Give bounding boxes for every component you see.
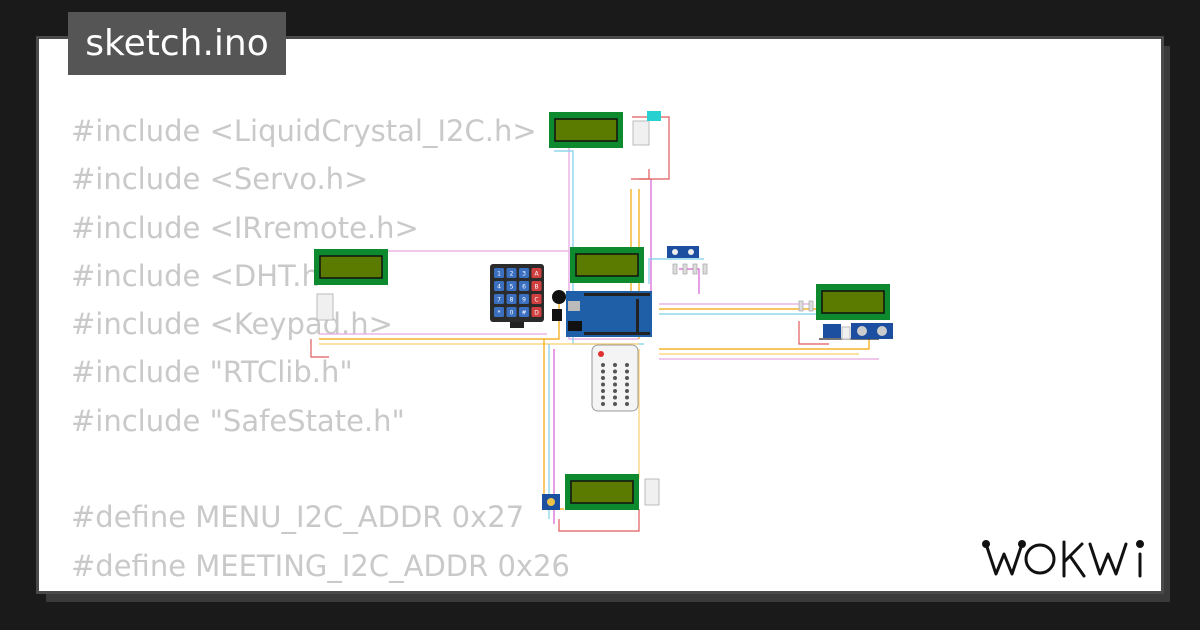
remote-button[interactable] (601, 389, 605, 393)
keypad-key[interactable]: 7 (494, 294, 504, 304)
dht-sensor-top[interactable] (632, 111, 661, 146)
keypad-key-label: B (534, 284, 538, 291)
code-line: #define MEETING_I2C_ADDR 0x26 (71, 548, 570, 583)
keypad-key[interactable]: * (494, 307, 504, 317)
keypad-key-label: 7 (497, 297, 501, 304)
dht-sensor-left[interactable] (316, 293, 334, 321)
keypad-key-label: 8 (510, 297, 514, 304)
keypad-key-label: 6 (522, 284, 526, 291)
keypad-key-label: 3 (522, 271, 526, 278)
code-line: #include "RTClib.h" (71, 355, 353, 390)
code-editor: #include <LiquidCrystal_I2C.h> #include <… (71, 107, 570, 591)
lcd-display-top[interactable] (549, 112, 623, 148)
wokwi-logo[interactable] (982, 534, 1152, 582)
rtc-module[interactable] (667, 246, 699, 258)
remote-button[interactable] (625, 369, 629, 374)
remote-button[interactable] (601, 376, 605, 380)
code-card: #include <LiquidCrystal_I2C.h> #include <… (36, 36, 1164, 594)
keypad-key[interactable]: 3 (519, 268, 529, 278)
keypad-key-label: A (534, 271, 539, 278)
keypad-key[interactable]: 5 (506, 281, 517, 291)
keypad-key-label: # (521, 310, 526, 317)
lcd-display-center[interactable] (570, 247, 644, 283)
remote-button[interactable] (601, 402, 605, 406)
code-line: #include <LiquidCrystal_I2C.h> (71, 114, 537, 148)
keypad-key-label: 2 (510, 271, 514, 278)
remote-button[interactable] (613, 382, 617, 387)
ir-remote[interactable] (591, 344, 639, 412)
code-line: #include "SafeState.h" (71, 403, 405, 438)
potentiometer-module[interactable] (542, 494, 560, 510)
keypad[interactable]: 1 2 3 A 4 5 6 B 7 8 9 C * 0 # D (490, 264, 544, 322)
keypad-key[interactable]: 8 (506, 294, 517, 304)
filename-tab[interactable]: sketch.ino (68, 12, 286, 75)
keypad-key-label: * (498, 310, 501, 317)
lcd-display-left[interactable] (314, 249, 388, 285)
remote-button[interactable] (613, 363, 617, 367)
lcd-display-right[interactable] (816, 284, 890, 320)
circuit-diagram[interactable]: 1 2 3 A 4 5 6 B 7 8 9 C * 0 # D (39, 39, 1164, 594)
ultrasonic-sensor[interactable] (851, 323, 893, 339)
remote-button[interactable] (625, 363, 629, 367)
keypad-connector (510, 322, 524, 328)
code-line: #define MENU_I2C_ADDR 0x27 (71, 500, 525, 535)
buzzer[interactable] (552, 290, 566, 304)
remote-button[interactable] (625, 395, 629, 400)
dht-sensor-bottom[interactable] (644, 478, 660, 506)
keypad-key[interactable]: # (519, 307, 529, 317)
dht-sensor-right[interactable] (841, 326, 851, 340)
code-line: #include <Servo.h> (71, 162, 369, 197)
keypad-key[interactable]: 0 (506, 307, 517, 317)
remote-button[interactable] (613, 369, 617, 374)
remote-button[interactable] (625, 376, 629, 380)
remote-button[interactable] (613, 402, 617, 406)
keypad-key-label: 1 (497, 271, 501, 278)
keypad-key[interactable]: 9 (519, 294, 529, 304)
remote-button[interactable] (613, 376, 617, 380)
resistors (672, 263, 814, 312)
keypad-key[interactable]: 1 (494, 268, 504, 278)
keypad-key-label: 0 (510, 310, 514, 317)
keypad-key[interactable]: B (531, 281, 542, 291)
keypad-key[interactable]: C (531, 294, 542, 304)
remote-button[interactable] (613, 389, 617, 393)
remote-button[interactable] (601, 363, 605, 367)
keypad-key-label: 4 (497, 284, 501, 291)
keypad-key[interactable]: A (531, 268, 542, 278)
remote-button[interactable] (625, 389, 629, 393)
keypad-key[interactable]: 6 (519, 281, 529, 291)
ir-receiver[interactable] (552, 309, 562, 321)
keypad-key-label: 9 (522, 297, 526, 304)
remote-button[interactable] (625, 402, 629, 406)
keypad-key-label: 5 (510, 284, 514, 291)
keypad-key-label: C (534, 297, 538, 304)
remote-button[interactable] (601, 369, 605, 374)
remote-button[interactable] (625, 382, 629, 387)
code-line: #include <Keypad.h> (71, 307, 393, 342)
pir-sensor[interactable] (823, 324, 841, 338)
keypad-key[interactable]: 4 (494, 281, 504, 291)
remote-button[interactable] (613, 395, 617, 400)
filename-label: sketch.ino (85, 23, 269, 64)
arduino-mega-board[interactable] (566, 291, 652, 337)
keypad-key[interactable]: 2 (506, 268, 517, 278)
code-line: #include <IRremote.h> (71, 210, 419, 245)
keypad-key-label: D (534, 310, 539, 317)
remote-button[interactable] (601, 382, 605, 387)
keypad-key[interactable]: D (531, 307, 542, 317)
lcd-display-bottom[interactable] (565, 474, 639, 510)
remote-button[interactable] (601, 395, 605, 400)
